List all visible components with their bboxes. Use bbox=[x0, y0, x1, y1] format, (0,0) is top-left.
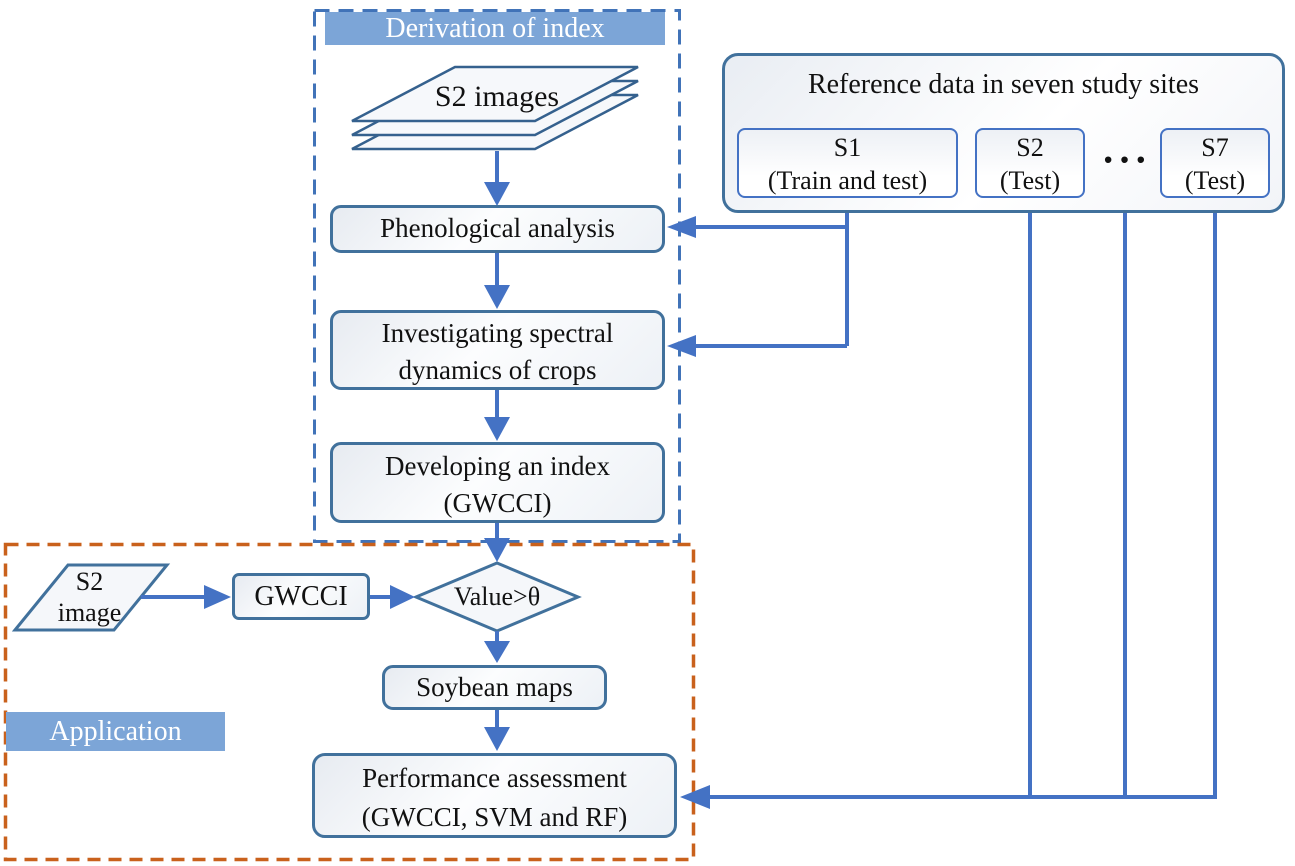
arrow-phenological-to-investigating bbox=[484, 253, 510, 309]
sites-ellipsis: ··· bbox=[1101, 137, 1151, 182]
investigating-line-2: dynamics of crops bbox=[398, 355, 597, 385]
soybean-maps-box: Soybean maps bbox=[382, 665, 607, 710]
investigating-line-1: Investigating spectral bbox=[381, 318, 614, 348]
derivation-panel-title: Derivation of index bbox=[325, 12, 665, 45]
arrow-decision-to-soybean bbox=[484, 631, 510, 663]
arrow-s2images-to-phenological bbox=[484, 151, 510, 206]
arrow-gwcci-to-decision bbox=[370, 585, 415, 609]
s2-images-label: S2 images bbox=[434, 80, 560, 113]
site-s7-name: S7 bbox=[1201, 133, 1229, 162]
performance-line-2: (GWCCI, SVM and RF) bbox=[361, 802, 628, 832]
reference-panel-title: Reference data in seven study sites bbox=[807, 69, 1200, 100]
developing-line-2: (GWCCI) bbox=[443, 488, 552, 518]
decision-label: Value>θ bbox=[453, 582, 541, 611]
site-s7-box: S7 (Test) bbox=[1160, 128, 1270, 198]
decision-diamond bbox=[412, 561, 582, 633]
arrow-sites-to-performance bbox=[680, 197, 1217, 809]
arrow-developing-to-decision bbox=[484, 523, 510, 562]
site-s7-role: (Test) bbox=[1184, 166, 1246, 195]
performance-line-1: Performance assessment bbox=[362, 763, 627, 793]
site-s1-role: (Train and test) bbox=[767, 166, 928, 195]
s2-image-line-2: image bbox=[57, 598, 122, 627]
performance-assessment-box: Performance assessment (GWCCI, SVM and R… bbox=[312, 753, 677, 838]
investigating-spectral-box: Investigating spectral dynamics of crops bbox=[330, 310, 665, 390]
site-s2-name: S2 bbox=[1016, 133, 1044, 162]
arrow-s1-to-investigating bbox=[667, 335, 847, 357]
developing-index-box: Developing an index (GWCCI) bbox=[330, 442, 665, 523]
s2-image-line-1: S2 bbox=[75, 567, 104, 596]
application-dashed-frame bbox=[3, 542, 696, 862]
site-s1-name: S1 bbox=[833, 133, 862, 162]
site-s2-box: S2 (Test) bbox=[975, 128, 1085, 198]
arrow-s2image-to-gwcci bbox=[141, 585, 231, 609]
derivation-dashed-frame bbox=[313, 9, 681, 543]
phenological-analysis-box: Phenological analysis bbox=[330, 205, 665, 253]
gwcci-box: GWCCI bbox=[232, 573, 370, 620]
developing-line-1: Developing an index bbox=[385, 451, 610, 481]
arrow-soybean-to-performance bbox=[484, 710, 510, 751]
s2-image-label: S2 image bbox=[32, 566, 147, 628]
site-s2-role: (Test) bbox=[999, 166, 1061, 195]
s2-image-parallelogram bbox=[11, 563, 171, 632]
arrow-investigating-to-developing bbox=[484, 390, 510, 441]
s2-images-stack-icon bbox=[351, 65, 639, 151]
arrow-s1-to-phenological bbox=[667, 216, 847, 238]
application-panel-title: Application bbox=[6, 712, 225, 751]
site-s1-box: S1 (Train and test) bbox=[737, 128, 958, 198]
